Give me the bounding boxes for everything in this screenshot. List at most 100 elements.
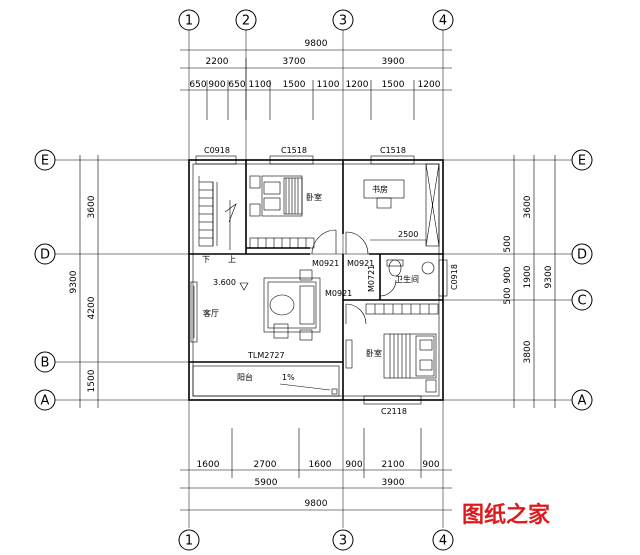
axis-marker-top-1: 1 [178, 9, 200, 31]
dim-right-total: 9300 [544, 265, 554, 288]
bathroom-fixtures [386, 259, 435, 277]
dim-top-900: 900 [208, 80, 225, 90]
dim-bottom-1600b: 1600 [309, 460, 332, 470]
axis-marker-bottom-4: 4 [432, 529, 454, 551]
room-bathroom: 卫生间 [395, 274, 419, 284]
dim-top-1500a: 1500 [283, 80, 306, 90]
label-c0918-top: C0918 [204, 146, 230, 155]
svg-text:B: B [41, 356, 50, 371]
svg-text:3: 3 [339, 14, 347, 29]
window-c2118 [363, 395, 422, 405]
dim-right-3800: 3800 [523, 340, 533, 363]
watermark: 图纸之家 [462, 502, 551, 528]
dim-top-1100b: 1100 [317, 80, 340, 90]
dim-bottom-3900: 3900 [382, 478, 405, 488]
window-c1518-left [269, 155, 314, 165]
dim-bottom-900b: 900 [422, 460, 439, 470]
axis-marker-right-D: D [571, 243, 593, 265]
dim-top-650b: 650 [228, 80, 245, 90]
svg-text:A: A [41, 394, 50, 409]
balcony-area [192, 365, 340, 397]
dim-top-1200a: 1200 [346, 80, 369, 90]
svg-text:1: 1 [185, 534, 193, 549]
svg-text:C: C [577, 294, 586, 309]
axis-marker-top-2: 2 [235, 9, 257, 31]
bed-bottom [383, 333, 437, 393]
study-desk-label: 书房 [372, 184, 388, 194]
svg-text:A: A [578, 394, 587, 409]
staircase [198, 176, 237, 250]
door-bedroom-bottom [345, 303, 367, 325]
dim-bottom-1600a: 1600 [197, 460, 220, 470]
label-c1518-left: C1518 [281, 146, 307, 155]
stair-up-label: 上 [228, 255, 236, 264]
dim-right-500b: 500 [503, 287, 513, 304]
svg-text:4: 4 [439, 534, 447, 549]
wardrobe-bottom [365, 303, 439, 315]
label-m0921-b: M0921 [347, 259, 374, 268]
dim-top-650a: 650 [189, 80, 206, 90]
drain [331, 388, 338, 395]
dim-top-1100a: 1100 [249, 80, 272, 90]
level-marker-icon [239, 282, 249, 291]
axis-marker-bottom-3: 3 [332, 529, 354, 551]
dim-bottom-2700: 2700 [254, 460, 277, 470]
svg-text:2: 2 [242, 14, 250, 29]
door-study [345, 231, 369, 255]
sofa-set [263, 269, 321, 341]
label-c0918-right: C0918 [450, 264, 459, 290]
dim-left-total: 9300 [69, 270, 79, 293]
tv-cabinet [190, 281, 198, 343]
label-c2118: C2118 [381, 407, 407, 416]
dim-bottom-900a: 900 [345, 460, 362, 470]
dim-top-1500b: 1500 [382, 80, 405, 90]
dim-bottom-total: 9800 [305, 499, 328, 509]
dim-left-4200: 4200 [87, 296, 97, 319]
axis-marker-top-4: 4 [432, 9, 454, 31]
dim-right-1900: 1900 [523, 265, 533, 288]
slope-label: 1% [282, 373, 295, 382]
axis-marker-left-B: B [34, 351, 56, 373]
svg-text:D: D [40, 248, 50, 263]
svg-text:3: 3 [339, 534, 347, 549]
dim-right-900: 900 [503, 266, 513, 283]
dim-top-total: 9800 [305, 39, 328, 49]
window-c0918-top [195, 155, 237, 165]
svg-text:E: E [578, 154, 586, 169]
window-c1518-right [370, 155, 415, 165]
dim-bottom-2100: 2100 [382, 460, 405, 470]
axis-marker-top-3: 3 [332, 9, 354, 31]
dim-right-500a: 500 [503, 235, 513, 252]
dim-top-3900: 3900 [382, 57, 405, 67]
window-c0918-right [438, 259, 448, 297]
room-balcony: 阳台 [237, 372, 253, 382]
door-bathroom [379, 279, 397, 297]
label-m0921-a: M0921 [312, 259, 339, 268]
label-c1518-right: C1518 [380, 146, 406, 155]
dim-right-3600: 3600 [523, 195, 533, 218]
label-tlm2727: TLM2727 [247, 351, 285, 360]
dim-left-1500: 1500 [87, 369, 97, 392]
svg-text:D: D [577, 248, 587, 263]
dim-top-3700: 3700 [283, 57, 306, 67]
bed-top [249, 175, 303, 217]
bookshelf [425, 163, 440, 247]
axis-marker-left-D: D [34, 243, 56, 265]
interior-walls [189, 160, 443, 400]
wardrobe-top [249, 237, 315, 249]
label-m0921-c: M0921 [325, 289, 352, 298]
axis-marker-right-C: C [571, 289, 593, 311]
axis-marker-bottom-1: 1 [178, 529, 200, 551]
svg-text:4: 4 [439, 14, 447, 29]
side-cabinet [345, 339, 353, 369]
door-bedroom-top [311, 229, 337, 255]
stair-down-label: 下 [202, 255, 210, 264]
dim-bottom-5900: 5900 [255, 478, 278, 488]
room-bedroom-top: 卧室 [306, 192, 322, 202]
label-dim-2500: 2500 [398, 230, 418, 239]
dim-top-2200: 2200 [206, 57, 229, 67]
study-desk [363, 179, 405, 209]
room-bedroom-bottom: 卧室 [366, 348, 382, 358]
svg-text:1: 1 [185, 14, 193, 29]
